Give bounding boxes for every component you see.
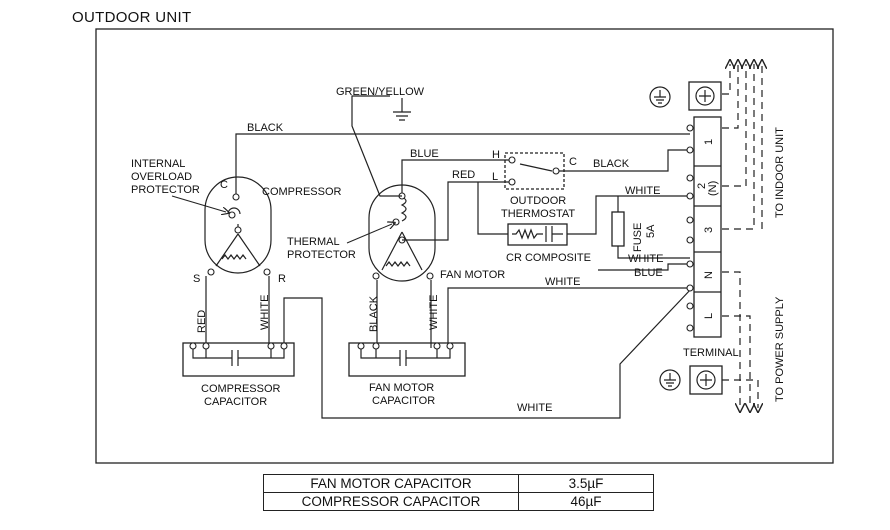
label-red-fan: RED [452, 169, 475, 181]
label-h: H [492, 149, 500, 161]
label-white-t2: WHITE [625, 185, 660, 197]
ground-terminal-top [649, 81, 722, 111]
fan-motor-capacitor [348, 342, 466, 377]
label-thermostat-1: OUTDOOR [510, 195, 566, 207]
to-power-arrows [722, 271, 758, 408]
table-row: COMPRESSOR CAPACITOR 46µF [263, 492, 654, 511]
label-white-n: WHITE [628, 253, 663, 265]
compressor-capacitor-value: 46µF [518, 492, 654, 511]
label-green-yellow: GREEN/YELLOW [336, 86, 425, 98]
fuse [611, 196, 690, 259]
label-c-comp: C [220, 179, 228, 191]
terminal-l: L [703, 313, 715, 319]
to-indoor-arrows [722, 64, 762, 230]
label-terminal: TERMINAL [683, 347, 739, 359]
label-black-fan: BLACK [368, 295, 380, 332]
label-fan-cap-2: CAPACITOR [372, 395, 435, 407]
label-comp-cap-1: COMPRESSOR [201, 383, 281, 395]
label-overload-1: INTERNAL [131, 158, 185, 170]
label-thermal-1: THERMAL [287, 236, 340, 248]
label-cr-composite: CR COMPOSITE [506, 252, 591, 264]
label-fuse: FUSE [632, 223, 644, 252]
label-s: S [193, 273, 200, 285]
ground-symbol [393, 98, 411, 121]
terminal-n: N [703, 271, 715, 279]
terminal-1: 1 [703, 139, 715, 145]
label-blue-n: BLUE [634, 267, 663, 279]
label-to-indoor: TO INDOOR UNIT [774, 127, 786, 218]
outdoor-thermostat [504, 152, 565, 190]
compressor-capacitor-label: COMPRESSOR CAPACITOR [263, 492, 519, 511]
label-to-power: TO POWER SUPPLY [774, 296, 786, 402]
terminal-2n: (N) [707, 181, 719, 196]
terminal-3: 3 [703, 227, 715, 233]
page-title: OUTDOOR UNIT [72, 9, 192, 26]
capacitor-table: FAN MOTOR CAPACITOR 3.5µF COMPRESSOR CAP… [263, 474, 654, 511]
label-black-top: BLACK [247, 122, 284, 134]
label-compressor: COMPRESSOR [262, 186, 342, 198]
label-thermal-2: PROTECTOR [287, 249, 356, 261]
ground-terminal-bottom [659, 365, 723, 395]
label-white-fan: WHITE [428, 295, 440, 330]
label-blue: BLUE [410, 148, 439, 160]
label-red-comp: RED [196, 310, 208, 333]
label-white-bottom: WHITE [517, 402, 552, 414]
label-comp-cap-2: CAPACITOR [204, 396, 267, 408]
label-fuse-rating: 5A [645, 224, 657, 238]
terminal-block [686, 116, 722, 338]
table-row: FAN MOTOR CAPACITOR 3.5µF [263, 474, 654, 493]
label-thermostat-2: THERMOSTAT [501, 208, 575, 220]
fan-motor [368, 184, 436, 282]
compressor-capacitor [182, 342, 295, 377]
label-fan-cap-1: FAN MOTOR [369, 382, 434, 394]
label-r: R [278, 273, 286, 285]
label-white-mid: WHITE [545, 276, 580, 288]
label-fan-motor: FAN MOTOR [440, 269, 505, 281]
unit-frame [95, 28, 834, 464]
fan-motor-capacitor-label: FAN MOTOR CAPACITOR [263, 474, 519, 493]
label-black-right: BLACK [593, 158, 630, 170]
cr-composite [477, 182, 690, 246]
fan-motor-capacitor-value: 3.5µF [518, 474, 654, 493]
label-white-comp: WHITE [259, 295, 271, 330]
label-l: L [492, 171, 498, 183]
label-overload-2: OVERLOAD [131, 171, 192, 183]
label-overload-3: PROTECTOR [131, 184, 200, 196]
terminal-2: 2 [696, 183, 708, 189]
label-thermo-c: C [569, 156, 577, 168]
